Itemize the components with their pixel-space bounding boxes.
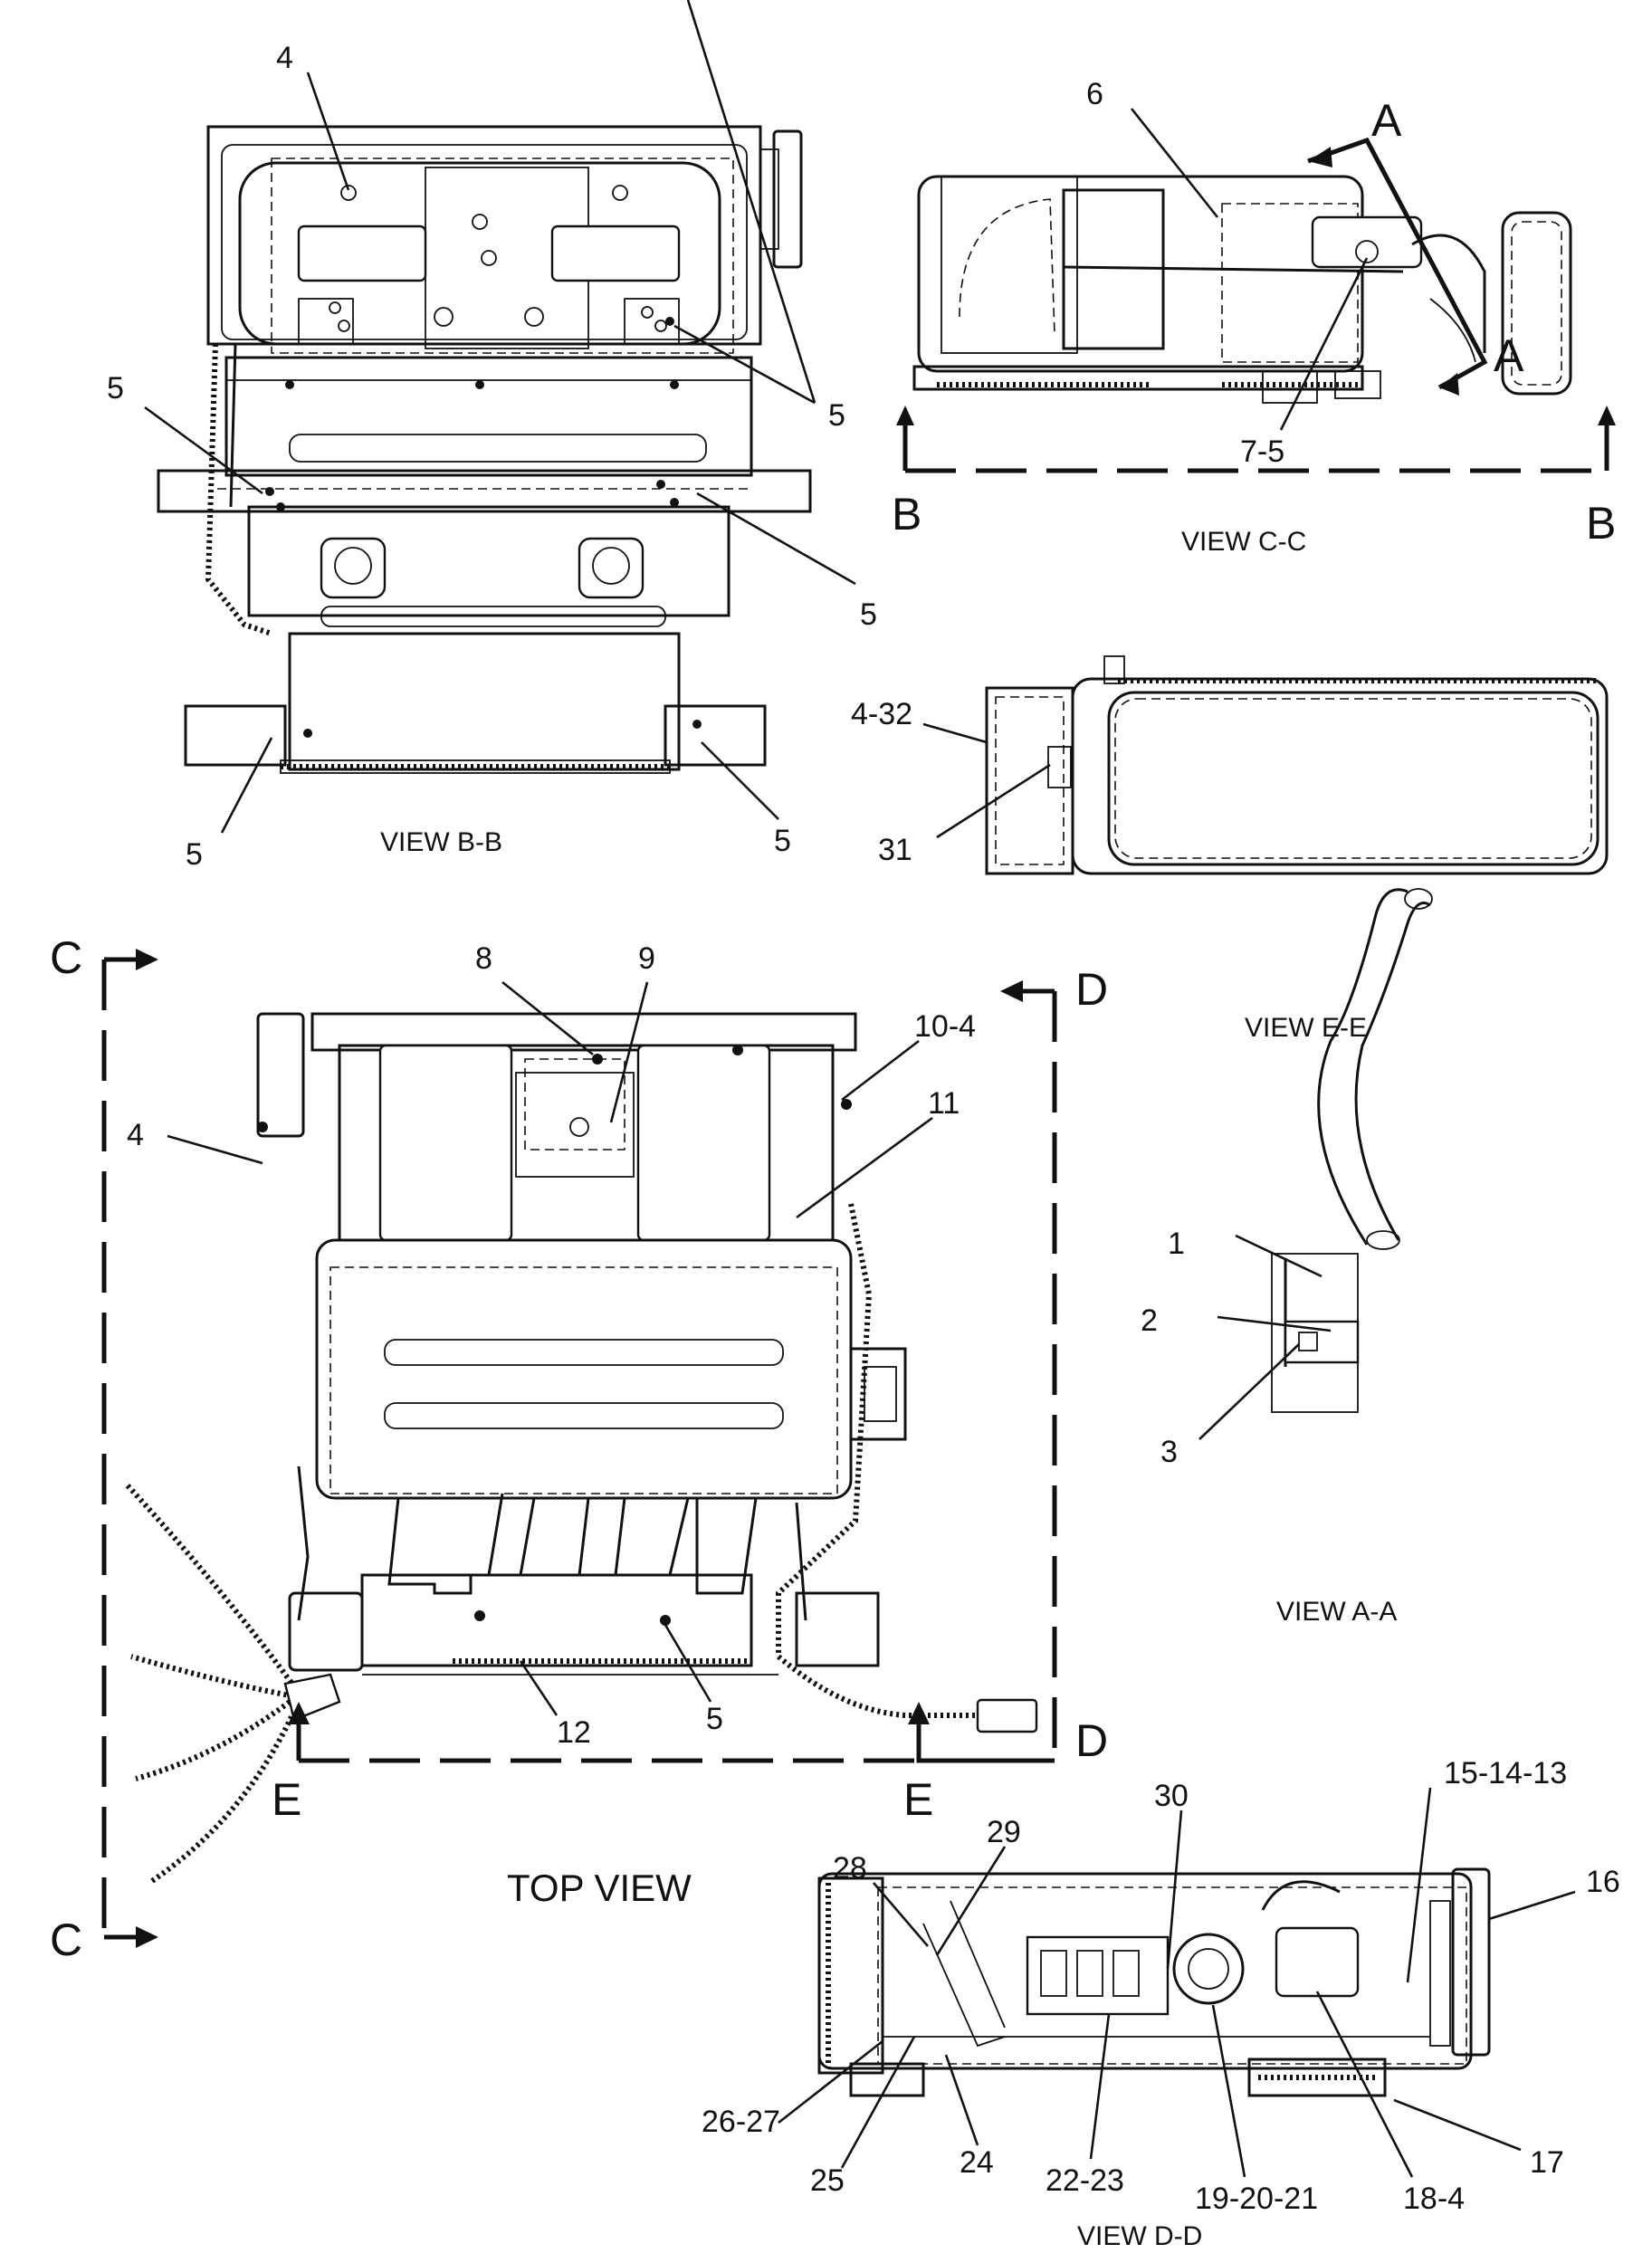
- callout-5: 5: [828, 398, 845, 433]
- callout-6: 6: [1086, 77, 1103, 111]
- callout-12: 12: [557, 1715, 591, 1750]
- section-letter-c: C: [50, 932, 82, 983]
- callout-5: 5: [774, 824, 791, 858]
- view-ee-title: VIEW E-E: [1245, 1013, 1367, 1043]
- callout-16: 16: [1586, 1865, 1620, 1899]
- view-cc-title: VIEW C-C: [1181, 527, 1306, 557]
- view-dd-drawing: [817, 1867, 1491, 2097]
- top-view-drawing: [124, 1012, 1038, 1886]
- section-letter-e: E: [272, 1774, 301, 1825]
- section-letter-a: A: [1371, 95, 1402, 146]
- callout-11: 11: [928, 1086, 960, 1121]
- callout-8: 8: [475, 941, 492, 976]
- callout-25: 25: [810, 2163, 845, 2198]
- callout-4: 4: [127, 1118, 144, 1152]
- view-cc-drawing: [912, 175, 1572, 404]
- top-view-section-lines: C C D D E E: [50, 932, 1108, 1965]
- section-letter-d: D: [1075, 964, 1108, 1015]
- callout-5: 5: [107, 371, 124, 406]
- callout-15-14-13: 15-14-13: [1444, 1756, 1567, 1790]
- section-letter-b: B: [892, 489, 921, 539]
- view-aa-callouts: 1 2 3 VIEW A-A: [1141, 1227, 1397, 1627]
- callout-4-32: 4-32: [851, 697, 912, 731]
- callout-1: 1: [1168, 1227, 1185, 1261]
- view-aa-drawing: [1271, 888, 1433, 1413]
- view-ee-drawing: [985, 655, 1609, 875]
- callout-2: 2: [1141, 1303, 1158, 1338]
- top-view-title: TOP VIEW: [507, 1867, 692, 1909]
- view-bb-drawing: [157, 125, 812, 774]
- callout-4: 4: [276, 41, 293, 75]
- callout-18-4: 18-4: [1403, 2182, 1465, 2216]
- callout-19-20-21: 19-20-21: [1195, 2182, 1318, 2216]
- view-dd-title: VIEW D-D: [1077, 2221, 1202, 2251]
- callout-31: 31: [878, 833, 912, 867]
- section-letter-c: C: [50, 1914, 82, 1965]
- callout-28: 28: [833, 1851, 867, 1886]
- section-letter-a: A: [1494, 330, 1524, 381]
- callout-7-5: 7-5: [1240, 434, 1284, 469]
- section-letter-d: D: [1075, 1715, 1108, 1766]
- callout-5: 5: [860, 597, 877, 632]
- view-bb-callouts: 4 5 5 5 5 5 VIEW B-B: [107, 0, 877, 872]
- callout-5: 5: [706, 1702, 723, 1736]
- callout-3: 3: [1160, 1435, 1178, 1469]
- view-dd-callouts: 28 29 30 15-14-13 16 26-27 25 24 22-23 1…: [702, 1756, 1620, 2251]
- callout-5: 5: [186, 837, 203, 872]
- view-bb-title: VIEW B-B: [380, 827, 502, 857]
- callout-9: 9: [638, 941, 655, 976]
- callout-22-23: 22-23: [1046, 2163, 1124, 2198]
- callout-30: 30: [1154, 1779, 1189, 1813]
- view-ee-callouts: 4-32 31: [851, 697, 1051, 867]
- top-view-callouts: 8 9 10-4 11 4 12 5 TOP VIEW: [127, 941, 976, 1909]
- section-letter-e: E: [903, 1774, 933, 1825]
- callout-10-4: 10-4: [914, 1009, 976, 1044]
- callout-26-27: 26-27: [702, 2105, 780, 2139]
- view-aa-title: VIEW A-A: [1276, 1597, 1397, 1627]
- callout-29: 29: [987, 1815, 1021, 1849]
- callout-17: 17: [1530, 2145, 1564, 2180]
- callout-24: 24: [960, 2145, 994, 2180]
- view-cc-annotations: 6 7-5 A A B B VIEW C-C: [892, 77, 1616, 557]
- section-letter-b: B: [1586, 498, 1616, 549]
